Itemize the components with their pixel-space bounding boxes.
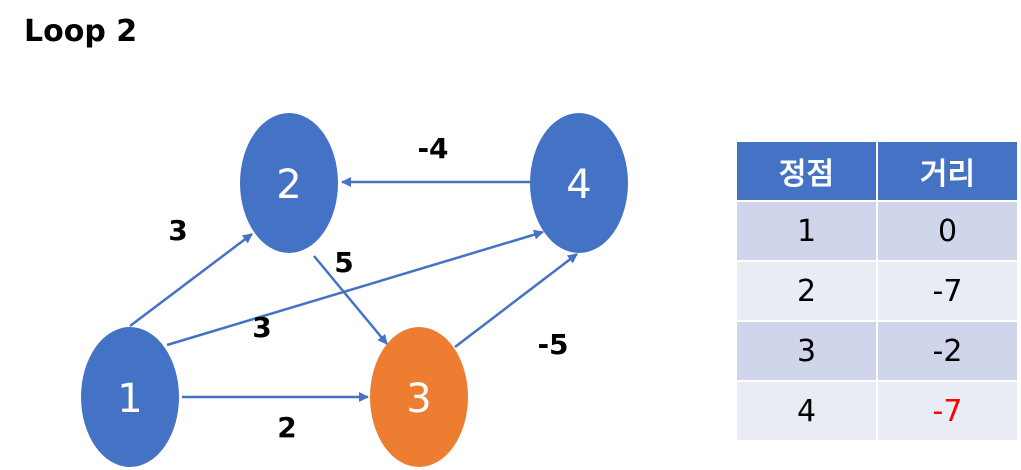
- cell-vertex: 2: [735, 260, 878, 322]
- node-3-label: 3: [406, 376, 431, 422]
- cell-distance: 0: [876, 200, 1019, 262]
- node-2-label: 2: [276, 162, 301, 208]
- distance-table: 정점 거리 1 0 2 -7 3 -2 4 -7: [735, 140, 1019, 442]
- cell-distance: -7: [876, 260, 1019, 322]
- edge-label-3-4: -5: [537, 328, 568, 361]
- cell-distance: -2: [876, 320, 1019, 382]
- edge-label-2-3: 5: [334, 246, 353, 279]
- edge-1-4: [166, 229, 544, 347]
- page-title: Loop 2: [24, 14, 138, 49]
- edge-2-3: [313, 255, 388, 345]
- table-row: 2 -7: [735, 260, 1019, 322]
- edge-label-1-4: 3: [252, 311, 271, 344]
- table-row: 1 0: [735, 200, 1019, 262]
- edge-3-4: [454, 253, 578, 348]
- header-vertex: 정점: [735, 140, 878, 202]
- cell-vertex: 1: [735, 200, 878, 262]
- table-header-row: 정점 거리: [735, 140, 1019, 202]
- edge-1-2: [129, 233, 253, 327]
- node-4-circle: [530, 113, 628, 253]
- node-2-circle: [240, 113, 338, 253]
- table-row: 3 -2: [735, 320, 1019, 382]
- table-row: 4 -7: [735, 380, 1019, 442]
- node-1-label: 1: [117, 376, 142, 422]
- edge-label-4-2: -4: [417, 132, 448, 165]
- header-distance: 거리: [876, 140, 1019, 202]
- node-4: 4: [530, 113, 628, 253]
- cell-distance-highlighted: -7: [876, 380, 1019, 442]
- node-2: 2: [240, 113, 338, 253]
- node-4-label: 4: [566, 162, 591, 208]
- cell-vertex: 3: [735, 320, 878, 382]
- cell-vertex: 4: [735, 380, 878, 442]
- edge-label-1-3: 2: [277, 411, 296, 444]
- node-1: 1: [81, 327, 179, 467]
- edge-label-1-2: 3: [168, 214, 187, 247]
- node-1-circle: [81, 327, 179, 467]
- node-3: 3: [370, 327, 468, 467]
- node-3-circle: [370, 327, 468, 467]
